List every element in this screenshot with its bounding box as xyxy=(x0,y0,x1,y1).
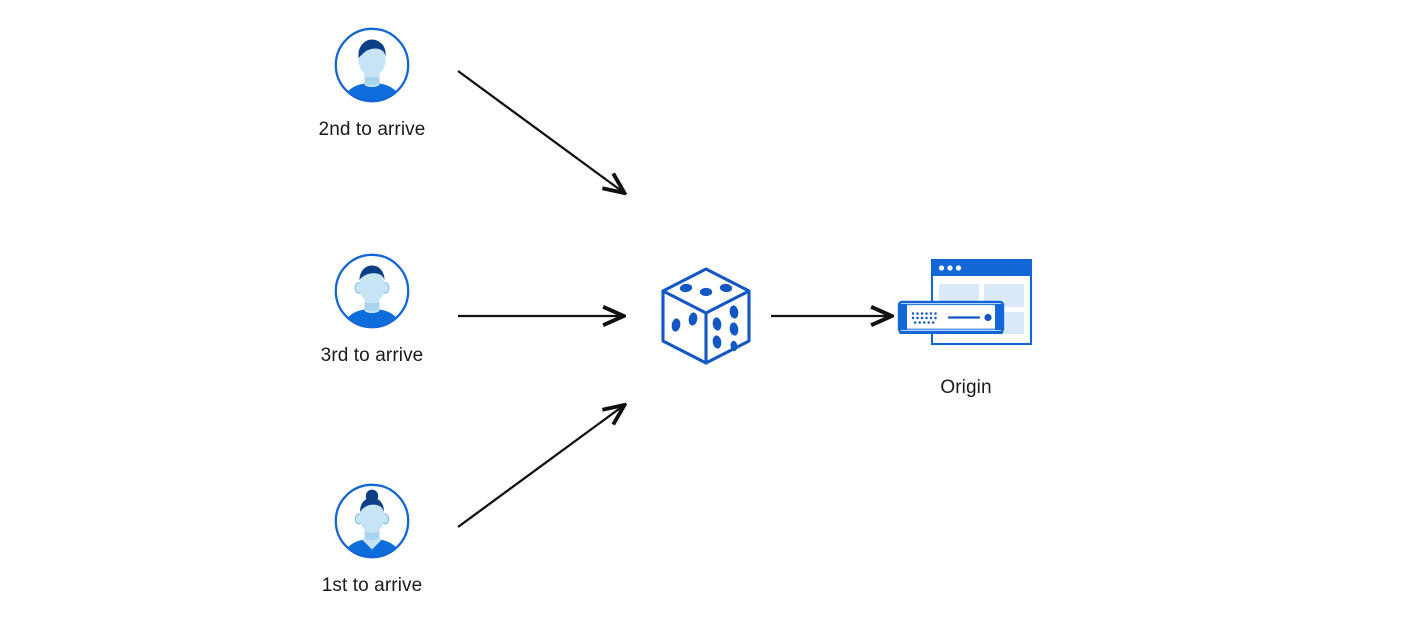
node-visitor-1st[interactable]: 1st to arrive xyxy=(292,481,452,597)
node-label-visitor-1st: 1st to arrive xyxy=(321,575,423,596)
node-visitor-2nd[interactable]: 2nd to arrive xyxy=(292,25,452,141)
arrow-1st-to-dice xyxy=(457,406,623,528)
node-label-visitor-2nd: 2nd to arrive xyxy=(318,119,426,140)
node-label-visitor-3rd: 3rd to arrive xyxy=(320,345,424,366)
node-label-origin: Origin xyxy=(940,377,992,398)
node-visitor-3rd[interactable]: 3rd to arrive xyxy=(292,251,452,367)
user-avatar-icon xyxy=(332,25,412,105)
node-origin[interactable]: Origin xyxy=(866,256,1066,399)
node-randomizer[interactable] xyxy=(651,262,761,370)
user-avatar-icon xyxy=(332,251,412,331)
user-avatar-icon xyxy=(332,481,412,561)
server-device xyxy=(897,300,1005,334)
dice-icon xyxy=(655,262,757,370)
origin-server-icon xyxy=(866,256,1066,364)
arrow-2nd-to-dice xyxy=(457,70,623,192)
